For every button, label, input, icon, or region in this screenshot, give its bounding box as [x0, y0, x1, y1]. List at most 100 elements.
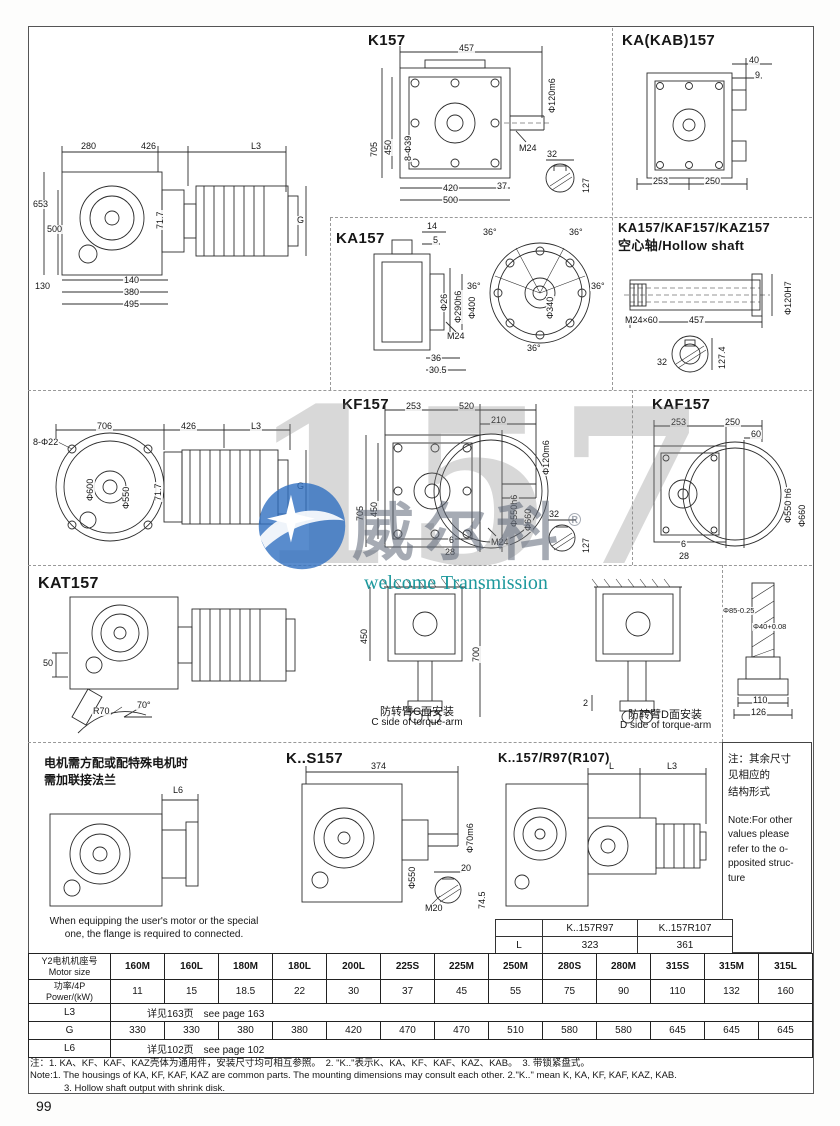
- torque-arm-d-drawing: [591, 578, 682, 724]
- separator: [330, 218, 331, 390]
- dim-label: 450: [383, 138, 394, 156]
- torque-arm-c-caption-en: C side of torque-arm: [371, 717, 463, 728]
- motor-size-cell: 180M: [218, 953, 273, 980]
- dim-label: 36°: [482, 227, 498, 238]
- dim-label: 130: [34, 281, 52, 292]
- power-cell: 75: [542, 979, 597, 1004]
- g-cell: 380: [272, 1021, 327, 1040]
- dim-label: 374: [370, 761, 388, 772]
- dim-label: Φ600: [85, 477, 96, 502]
- dim-label: 32: [656, 357, 669, 368]
- row-header-g: G: [28, 1021, 111, 1040]
- dim-label: 250: [704, 176, 722, 187]
- dim-label: Φ550: [407, 865, 418, 890]
- g-cell: 380: [218, 1021, 273, 1040]
- flange-note-cn-2: 需加联接法兰: [44, 773, 117, 787]
- k157-r97-drawing: [505, 768, 707, 907]
- panel-kaf157: KAF157 253 250 60 Φ550 h6 Φ660 6 28: [632, 390, 812, 565]
- table-row-l3: L3 详见163页 see page 163: [28, 1003, 813, 1022]
- motor-size-cell: 280M: [596, 953, 651, 980]
- g-cell: 580: [596, 1021, 651, 1040]
- dim-label: 520: [458, 401, 476, 412]
- panel-title-kat157: KAT157: [38, 575, 99, 592]
- dim-label: Φ120m6: [547, 77, 558, 114]
- row-header-power-cn: 功率/4P: [53, 981, 86, 992]
- g-cell: 330: [110, 1021, 165, 1040]
- power-cell: 55: [488, 979, 543, 1004]
- side-note-box: 注：其余尺寸 见相应的 结构形式 Note:For other values p…: [722, 742, 812, 953]
- kat157-drawing: [52, 596, 296, 734]
- panel-title-ks157: K..S157: [286, 750, 343, 767]
- panel-ks157: K..S157 374 Φ70m6 Φ550 20 M20 74.5: [280, 742, 490, 932]
- dim-label: 9: [754, 70, 762, 81]
- dim-label: 40: [748, 55, 761, 66]
- kaf157-drawing: [653, 420, 788, 548]
- power-cell: 45: [434, 979, 489, 1004]
- mini-table-empty-cell: [495, 919, 543, 937]
- panel-ka-kab-157: KA(KAB)157 40 9 253 250: [612, 28, 812, 218]
- dim-label: 5: [432, 235, 440, 246]
- dim-label: 140: [123, 275, 141, 286]
- dim-label: L3: [666, 761, 679, 772]
- motor-size-cell: 250M: [488, 953, 543, 980]
- dim-label: 74.5: [477, 890, 488, 910]
- panel-kf-side-view: 706 8-Φ22 426 L3 Φ600 Φ550 71.7 G: [28, 390, 330, 565]
- dim-label: 28: [678, 551, 691, 562]
- dim-label: 8-Φ22: [32, 437, 60, 448]
- dim-label: 127: [581, 176, 592, 194]
- ka157-drawing: [373, 231, 591, 371]
- g-cell: 645: [650, 1021, 705, 1040]
- dim-label: 70°: [136, 700, 152, 711]
- panel-k157-r97: K..157/R97(R107) L L3: [490, 742, 722, 920]
- dim-label: 450: [359, 627, 370, 645]
- row-header-motor-size-en: Motor size: [48, 966, 91, 977]
- dim-label: 36: [430, 353, 443, 364]
- motor-size-cell: 315L: [758, 953, 813, 980]
- hollow-shaft-drawing: [624, 273, 773, 373]
- panel-torque-arm-d: 2 防转臂D面安装 D side of torque-arm: [500, 565, 722, 742]
- dim-label: 457: [688, 315, 706, 326]
- panel-kf157: KF157 253 520 210 Φ120m6 705 450 Φ550h6 …: [330, 390, 632, 565]
- panel-title-hollow-1: KA157/KAF157/KAZ157: [618, 220, 771, 235]
- flange-caption-en-2: one, the flange is required to connected…: [64, 929, 244, 940]
- row-header-l6: L6: [28, 1039, 111, 1058]
- dim-label: 20: [460, 863, 473, 874]
- flange-option-drawing: [49, 794, 199, 907]
- dim-label: 700: [471, 645, 482, 663]
- dim-label: Φ120H7: [783, 280, 794, 316]
- dim-label: 6: [680, 539, 688, 550]
- separator: [330, 217, 812, 218]
- power-cell: 132: [704, 979, 759, 1004]
- g-cell: 420: [326, 1021, 381, 1040]
- dim-label: 36°: [526, 343, 542, 354]
- dim-label: Φ550h6: [509, 493, 520, 528]
- row-header-motor-size-cn: Y2电机机座号: [41, 956, 98, 967]
- dim-label: M24: [490, 537, 510, 548]
- dim-label: 653: [32, 199, 50, 210]
- g-cell: 645: [758, 1021, 813, 1040]
- dim-label: 450: [369, 500, 380, 518]
- dim-label: 420: [442, 183, 460, 194]
- power-cell: 11: [110, 979, 165, 1004]
- dim-label: Φ550: [121, 485, 132, 510]
- panel-title-k157: K157: [368, 32, 406, 49]
- dim-label: 253: [405, 401, 423, 412]
- dim-label: 6: [448, 535, 456, 546]
- g-cell: 580: [542, 1021, 597, 1040]
- dim-label: Φ340: [545, 295, 556, 320]
- table-row: K..157R97 K..157R107: [495, 919, 733, 937]
- torque-arm-d-caption-en: D side of torque-arm: [620, 720, 712, 731]
- dim-label: L3: [250, 421, 263, 432]
- dim-label: 36°: [466, 281, 482, 292]
- footnote-en-2: 3. Hollow shaft output with shrink disk.: [64, 1082, 226, 1094]
- footnote-en-1: Note:1. The housings of KA, KF, KAF, KAZ…: [30, 1070, 677, 1082]
- power-cell: 30: [326, 979, 381, 1004]
- dim-label: 126: [750, 707, 768, 718]
- mini-table-value: 323: [542, 936, 638, 954]
- panel-title-hollow-2: 空心轴/Hollow shaft: [618, 238, 745, 253]
- dim-label: 36°: [590, 281, 606, 292]
- mini-table-value: 361: [637, 936, 733, 954]
- table-row: L 323 361: [495, 936, 733, 954]
- k157-front-drawing: [381, 46, 575, 201]
- power-cell: 160: [758, 979, 813, 1004]
